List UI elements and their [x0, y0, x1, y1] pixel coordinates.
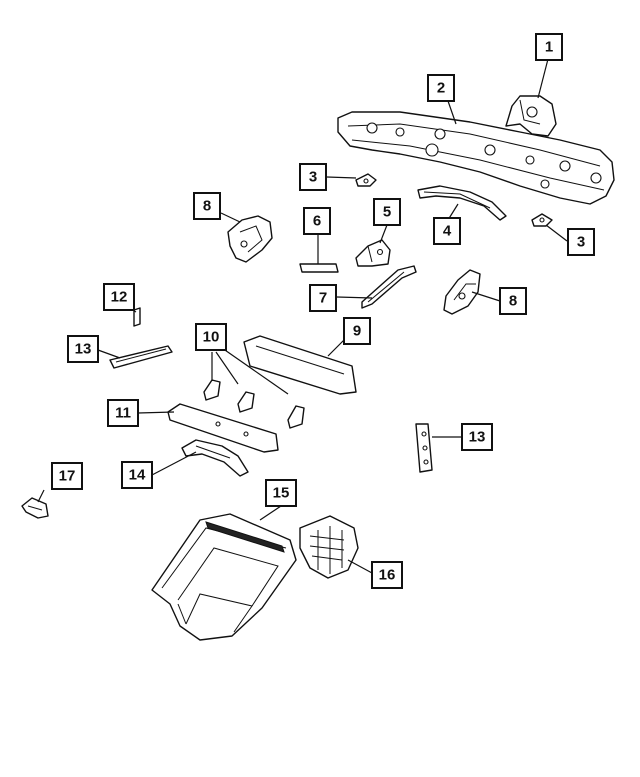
callout-14: 14: [121, 461, 153, 489]
part-4-reinforcement: [417, 185, 507, 221]
callout-6-label: 6: [313, 213, 321, 230]
callout-9-label: 9: [353, 323, 361, 340]
callout-16-label: 16: [379, 567, 396, 584]
part-13-strip-right: [415, 423, 433, 473]
part-12-pin: [133, 307, 141, 327]
part-10-bracket-b: [237, 391, 255, 413]
leader-7: [336, 296, 373, 299]
callout-15-label: 15: [273, 485, 290, 502]
callout-13-right: 13: [461, 423, 493, 451]
callout-16: 16: [371, 561, 403, 589]
leader-15: [259, 505, 282, 521]
part-15-tray: [151, 513, 297, 641]
part-9-plate: [243, 335, 357, 395]
leader-8a: [220, 212, 241, 223]
leader-11: [137, 411, 175, 414]
callout-4-label: 4: [443, 223, 452, 240]
leader-5: [379, 224, 388, 244]
callout-15: 15: [265, 479, 297, 507]
part-8-bracket-left: [227, 215, 273, 263]
leader-10c: [221, 347, 289, 395]
callout-1-label: 1: [545, 39, 553, 56]
callout-2: 2: [427, 74, 455, 102]
callout-13-right-label: 13: [469, 429, 486, 446]
leader-13a: [97, 349, 121, 359]
callout-3-left-label: 3: [309, 169, 317, 186]
part-8-bracket-right: [443, 269, 481, 315]
leader-lines: [37, 58, 568, 574]
part-3-clip-right: [531, 213, 553, 227]
callout-7: 7: [309, 284, 337, 312]
callout-1: 1: [535, 33, 563, 61]
leader-8b: [471, 291, 501, 302]
leader-14: [151, 451, 197, 476]
leader-2: [447, 100, 457, 125]
part-1-bracket: [505, 95, 557, 137]
callout-11: 11: [107, 399, 139, 427]
callout-10: 10: [195, 323, 227, 351]
callout-17-label: 17: [59, 468, 76, 485]
part-7-rail: [361, 265, 417, 309]
callout-12-label: 12: [111, 289, 128, 306]
callout-13-left-label: 13: [75, 341, 92, 358]
leader-3b: [545, 224, 568, 242]
callout-8-right: 8: [499, 287, 527, 315]
callout-17: 17: [51, 462, 83, 490]
leader-1: [537, 58, 549, 99]
leader-16: [347, 559, 373, 574]
leader-10b: [215, 351, 239, 385]
callout-8-left: 8: [193, 192, 221, 220]
part-16-grid-insert: [299, 515, 359, 579]
callout-10-label: 10: [203, 329, 220, 346]
callout-13-left: 13: [67, 335, 99, 363]
leader-17: [37, 489, 45, 503]
callout-9: 9: [343, 317, 371, 345]
part-6-plate: [299, 263, 339, 273]
callout-11-label: 11: [115, 405, 131, 422]
callout-4: 4: [433, 217, 461, 245]
callout-3-left: 3: [299, 163, 327, 191]
callout-6: 6: [303, 207, 331, 235]
part-17-clip: [21, 497, 49, 519]
callout-3-right-label: 3: [577, 234, 585, 251]
part-3-clip-left: [355, 173, 377, 187]
callout-3-right: 3: [567, 228, 595, 256]
part-11-bar: [167, 403, 279, 453]
callout-2-label: 2: [437, 80, 445, 97]
leader-9: [327, 339, 345, 357]
callout-14-label: 14: [129, 467, 146, 484]
callout-8-left-label: 8: [203, 198, 211, 215]
part-14-bracket: [181, 439, 249, 477]
part-5-bracket: [355, 239, 391, 267]
part-2-cross-member: [337, 111, 615, 205]
callout-5-label: 5: [383, 204, 391, 221]
callout-7-label: 7: [319, 290, 327, 307]
part-10-bracket-a: [203, 379, 221, 401]
callout-12: 12: [103, 283, 135, 311]
callout-5: 5: [373, 198, 401, 226]
callout-8-right-label: 8: [509, 293, 517, 310]
part-13-bar-left: [109, 345, 173, 369]
leader-3a: [326, 176, 357, 179]
part-10-bracket-c: [287, 405, 305, 429]
